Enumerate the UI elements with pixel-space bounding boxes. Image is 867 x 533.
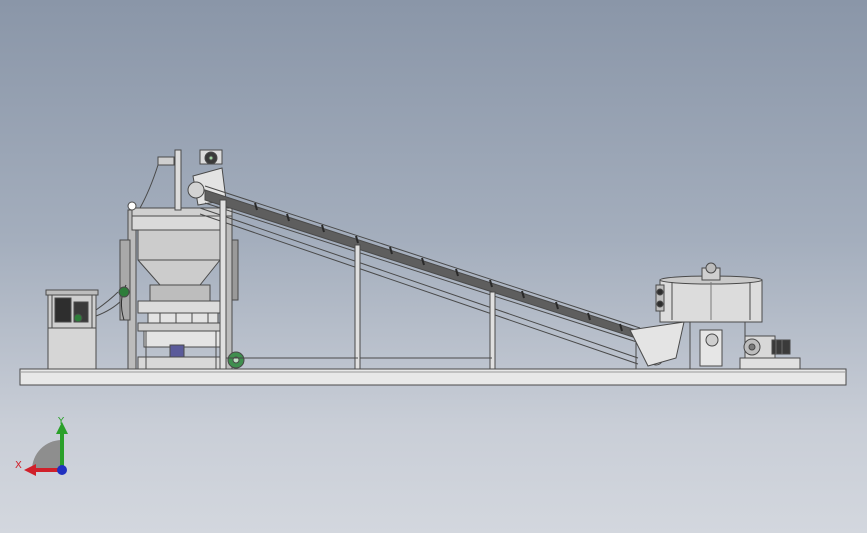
z-axis-dot xyxy=(57,465,67,475)
x-axis-label: X xyxy=(15,460,22,471)
mixer-motors[interactable] xyxy=(699,329,801,370)
belt-conveyor[interactable] xyxy=(187,149,685,370)
hydraulic-station[interactable] xyxy=(45,289,123,370)
coordinate-triad: Y X xyxy=(15,416,68,476)
base-platform[interactable] xyxy=(19,368,847,386)
y-axis-label: Y xyxy=(57,416,65,427)
